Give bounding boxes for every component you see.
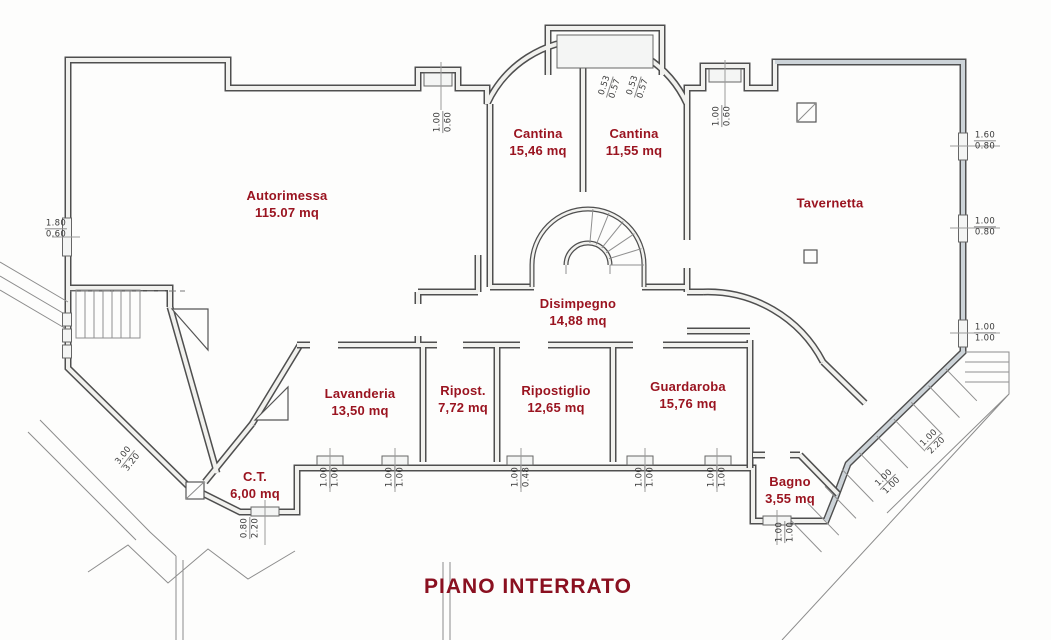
room-area: 15,76 mq [659, 396, 717, 411]
room-name: Disimpegno [539, 296, 617, 312]
room-label-bagno: Bagno 3,55 mq [765, 474, 815, 508]
room-name: Cantina [513, 126, 563, 142]
room-label-ripostiglio: Ripostiglio 12,65 mq [521, 383, 590, 417]
interior-walls [297, 64, 865, 494]
exterior-stairs [781, 351, 1010, 640]
room-label-guardaroba: Guardaroba 15,76 mq [650, 379, 726, 413]
spiral-stair [532, 209, 644, 287]
room-area: 13,50 mq [331, 403, 389, 418]
room-area: 15,46 mq [509, 143, 567, 158]
room-label-lavanderia: Lavanderia 13,50 mq [325, 386, 396, 420]
room-name: Tavernetta [796, 195, 864, 211]
room-name: C.T. [243, 469, 267, 485]
room-label-ct: C.T. 6,00 mq [230, 469, 280, 503]
room-label-cantina-2: Cantina 11,55 mq [606, 126, 663, 160]
piers [170, 102, 818, 500]
exterior-walls [68, 28, 963, 521]
room-area: 3,55 mq [765, 491, 815, 506]
room-area: 14,88 mq [549, 313, 607, 328]
room-name: Lavanderia [324, 386, 396, 402]
room-name: Ripostiglio [521, 383, 591, 399]
room-name: Bagno [769, 474, 811, 490]
room-area: 12,65 mq [527, 400, 585, 415]
room-label-cantina-1: Cantina 15,46 mq [509, 126, 566, 160]
room-area: 115.07 mq [255, 205, 319, 220]
room-area: 11,55 mq [605, 143, 663, 158]
room-label-tavernetta: Tavernetta [797, 196, 864, 213]
room-name: Autorimessa [246, 188, 328, 204]
room-label-ripost: Ripost. 7,72 mq [438, 383, 488, 417]
plan-title: PIANO INTERRATO [424, 575, 632, 598]
windows [52, 34, 1000, 545]
garage-stair [70, 289, 185, 339]
room-name: Ripost. [440, 383, 486, 399]
room-label-autorimessa: Autorimessa 115.07 mq [247, 188, 328, 222]
room-name: Guardaroba [650, 379, 726, 395]
room-name: Cantina [609, 126, 659, 142]
site-lines [0, 261, 451, 640]
room-area: 7,72 mq [438, 400, 488, 415]
room-label-disimpegno: Disimpegno 14,88 mq [540, 296, 616, 330]
room-area: 6,00 mq [230, 486, 280, 501]
